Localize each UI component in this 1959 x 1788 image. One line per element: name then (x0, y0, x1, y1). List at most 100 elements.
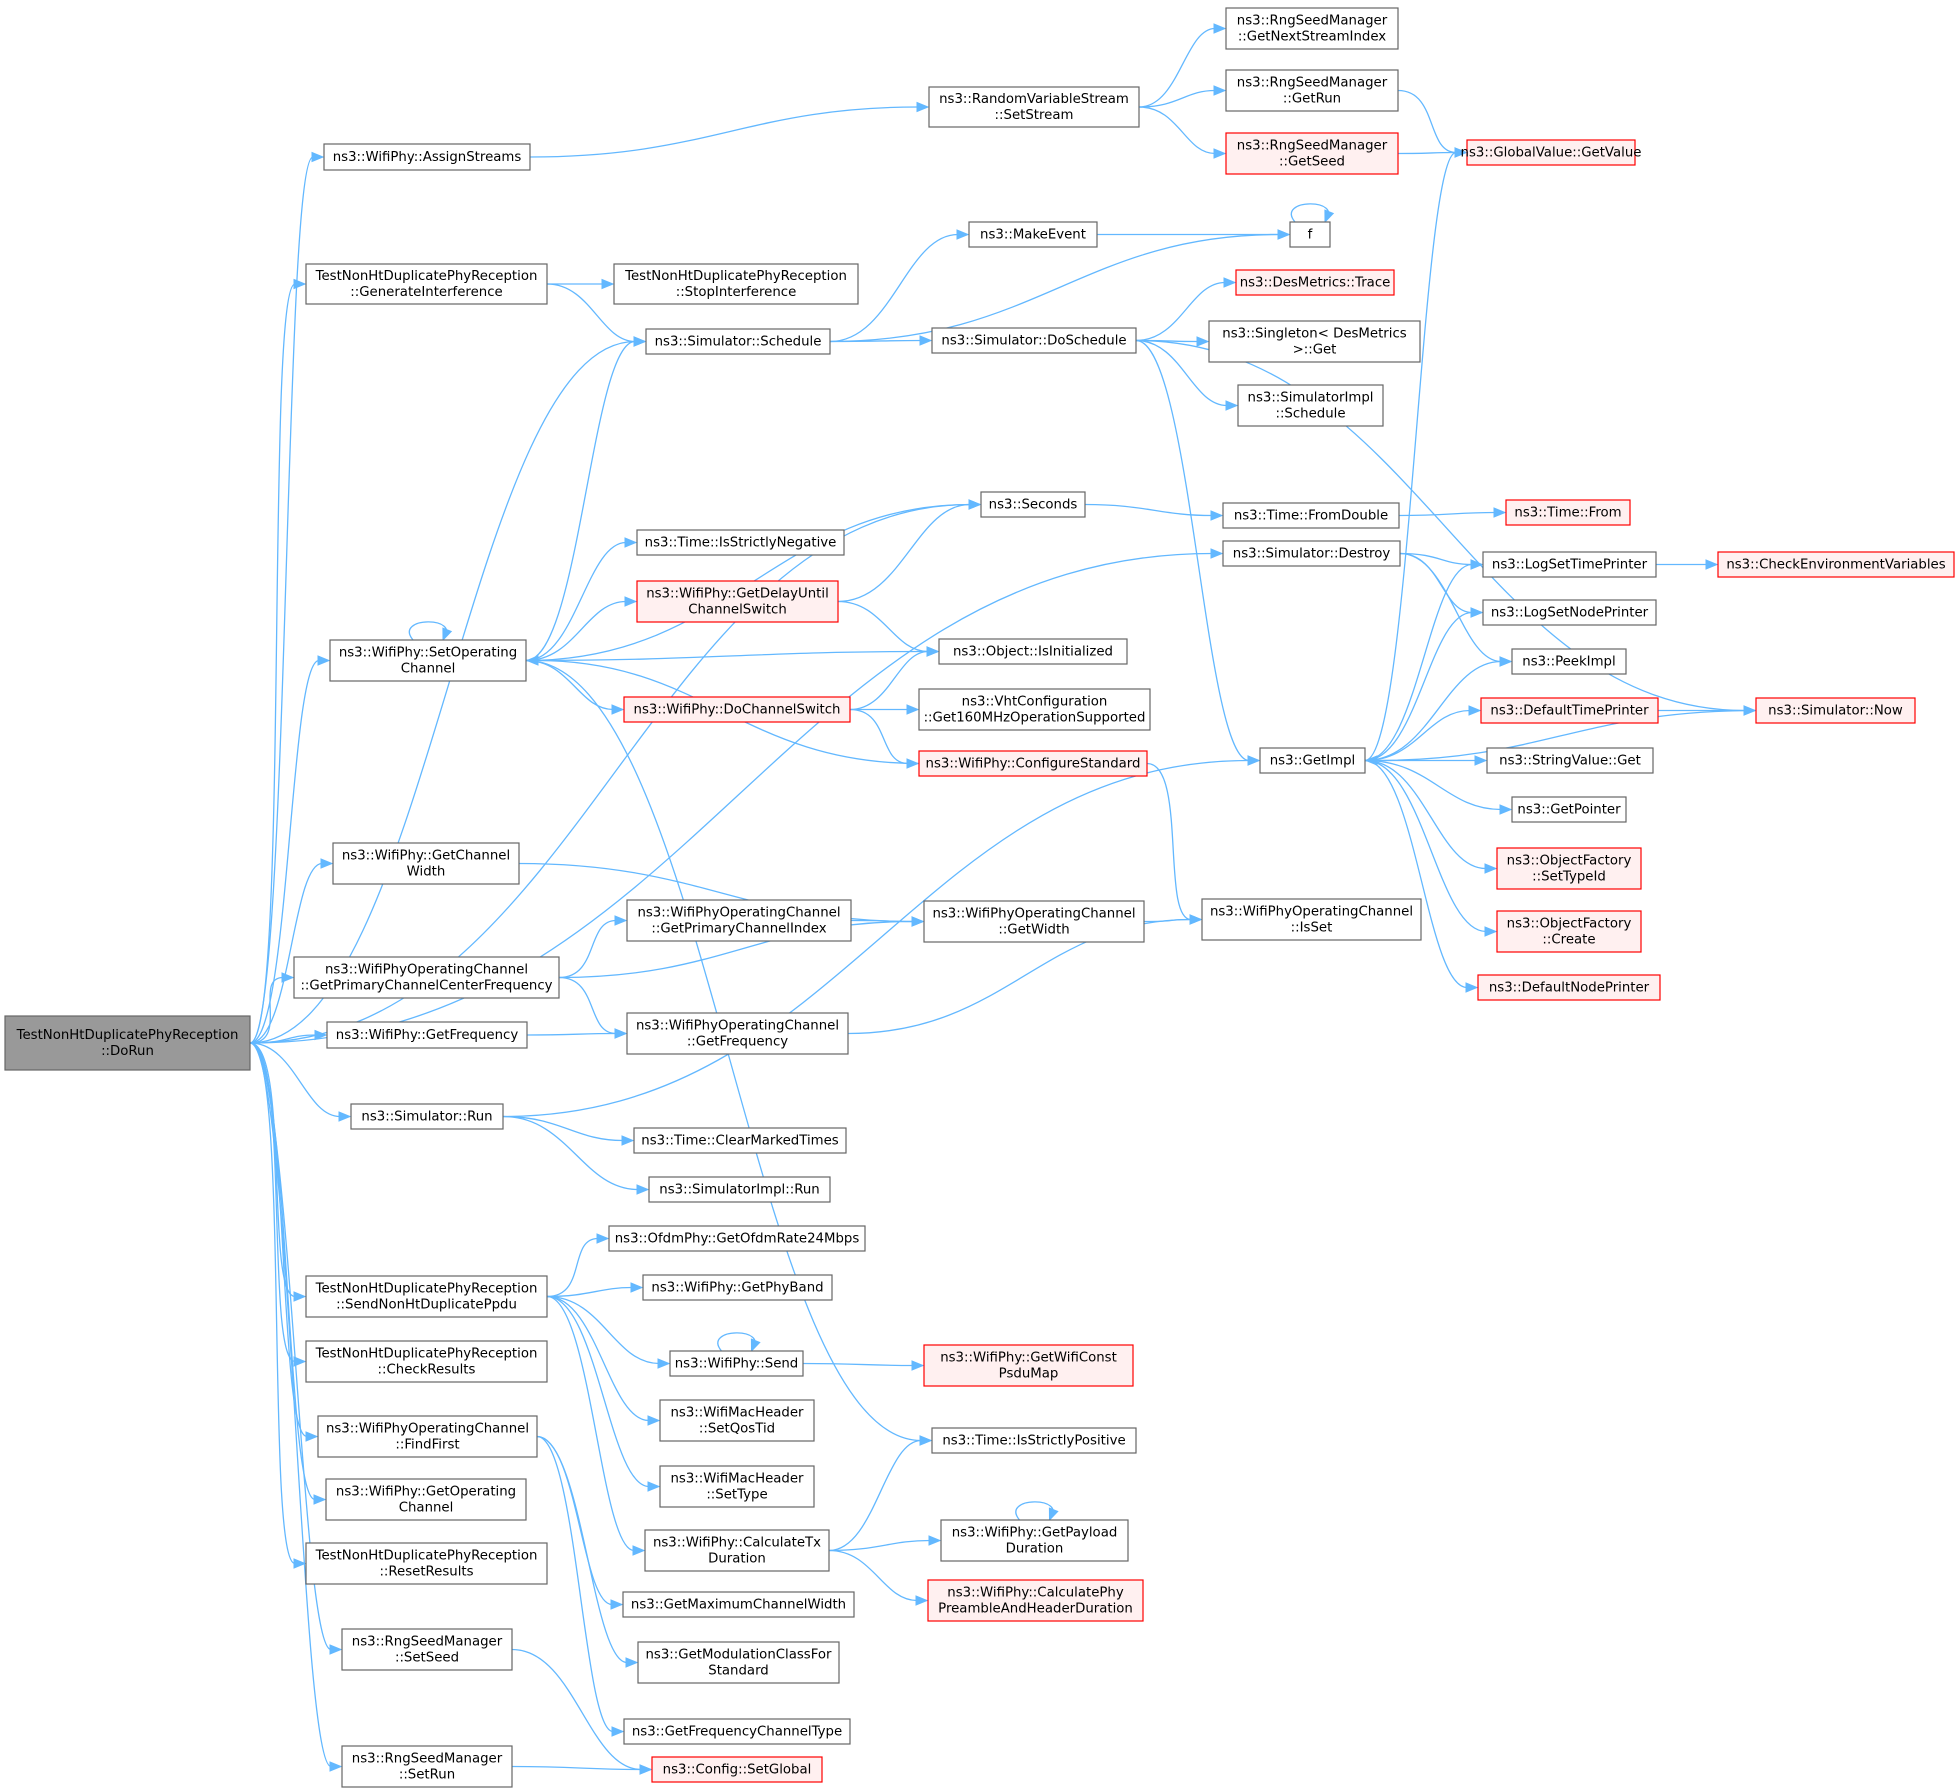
node-getPhyBand[interactable]: ns3::WifiPhy::GetPhyBand (642, 1274, 833, 1301)
node-makeEvent[interactable]: ns3::MakeEvent (968, 221, 1098, 248)
node-rvsSetStream[interactable]: ns3::RandomVariableStream::SetStream (928, 86, 1140, 128)
edge-phyGetFreq-to-opGetFreq (526, 1028, 628, 1039)
node-isStrictNeg[interactable]: ns3::Time::IsStrictlyNegative (636, 529, 845, 556)
node-sendPpdu[interactable]: TestNonHtDuplicatePhyReception::SendNonH… (305, 1275, 548, 1318)
edge-arrowhead (1213, 23, 1227, 34)
edge-line (1135, 281, 1226, 342)
node-singletonGet[interactable]: ns3::Singleton< DesMetrics>::Get (1208, 320, 1421, 363)
node-label: Channel (401, 662, 456, 677)
node-label: ns3::WifiPhy::GetOperating (336, 1485, 516, 1500)
node-destroy[interactable]: ns3::Simulator::Destroy (1222, 540, 1401, 567)
node-getPrimIdx[interactable]: ns3::WifiPhyOperatingChannel::GetPrimary… (626, 899, 852, 942)
node-globalGetValue[interactable]: ns3::GlobalValue::GetValue (1461, 139, 1642, 166)
node-schedule[interactable]: ns3::Simulator::Schedule (645, 328, 831, 355)
node-box (927, 1579, 1144, 1622)
node-isStrictPos[interactable]: ns3::Time::IsStrictlyPositive (931, 1427, 1137, 1454)
node-setQosTid[interactable]: ns3::WifiMacHeader::SetQosTid (659, 1399, 815, 1442)
node-box (1480, 697, 1659, 724)
node-label: ns3::WifiPhyOperatingChannel (637, 906, 840, 921)
node-getSeed[interactable]: ns3::RngSeedManager::GetSeed (1225, 132, 1399, 175)
node-f[interactable]: f (1289, 221, 1331, 248)
edge-line (837, 600, 929, 653)
node-seconds[interactable]: ns3::Seconds (980, 491, 1086, 518)
node-simRun[interactable]: ns3::Simulator::Run (350, 1103, 504, 1130)
node-resetResults[interactable]: TestNonHtDuplicatePhyReception::ResetRes… (305, 1542, 548, 1585)
node-getImpl[interactable]: ns3::GetImpl (1259, 747, 1366, 774)
node-timeFrom[interactable]: ns3::Time::From (1505, 499, 1631, 526)
node-desTrace[interactable]: ns3::DesMetrics::Trace (1235, 269, 1395, 296)
node-ofdm24[interactable]: ns3::OfdmPhy::GetOfdmRate24Mbps (608, 1225, 866, 1252)
edge-arrowhead (632, 1545, 646, 1556)
node-getNextStream[interactable]: ns3::RngSeedManager::GetNextStreamIndex (1225, 7, 1399, 50)
node-defNodePrinter[interactable]: ns3::DefaultNodePrinter (1477, 974, 1661, 1001)
node-isInit[interactable]: ns3::Object::IsInitialized (938, 638, 1128, 665)
node-implRun[interactable]: ns3::SimulatorImpl::Run (648, 1176, 831, 1203)
node-implSchedule[interactable]: ns3::SimulatorImpl::Schedule (1237, 384, 1384, 427)
node-clearMarked[interactable]: ns3::Time::ClearMarkedTimes (633, 1127, 847, 1154)
node-checkEnv[interactable]: ns3::CheckEnvironmentVariables (1717, 551, 1955, 578)
edge-line (546, 1295, 660, 1365)
node-label: ::GetRun (1283, 92, 1341, 107)
edge-line (525, 650, 929, 662)
node-ofCreate[interactable]: ns3::ObjectFactory::Create (1496, 910, 1642, 953)
node-cfgSetGlobal[interactable]: ns3::Config::SetGlobal (651, 1756, 823, 1783)
edge-line (502, 759, 1250, 1118)
node-doChanSwitch[interactable]: ns3::WifiPhy::DoChannelSwitch (623, 696, 851, 723)
node-logSetNode[interactable]: ns3::LogSetNodePrinter (1482, 599, 1657, 626)
node-setRun[interactable]: ns3::RngSeedManager::SetRun (341, 1745, 513, 1788)
node-opGetFreq[interactable]: ns3::WifiPhyOperatingChannel::GetFrequen… (626, 1012, 849, 1055)
node-setSeed[interactable]: ns3::RngSeedManager::SetSeed (341, 1628, 513, 1671)
node-label: ::IsSet (1291, 921, 1333, 936)
edge-arrowhead (630, 1282, 644, 1293)
node-stopInterf[interactable]: TestNonHtDuplicatePhyReception::StopInte… (613, 263, 859, 305)
node-findFirst[interactable]: ns3::WifiPhyOperatingChannel::FindFirst (317, 1415, 538, 1458)
node-simNow[interactable]: ns3::Simulator::Now (1755, 697, 1916, 724)
node-label: PreambleAndHeaderDuration (938, 1602, 1133, 1617)
edge-findFirst-to-getModClass (536, 1435, 639, 1668)
edge-arrowhead (338, 1111, 352, 1122)
edge-arrowhead (633, 336, 647, 347)
node-box (651, 1756, 823, 1783)
node-assignStreams[interactable]: ns3::WifiPhy::AssignStreams (323, 143, 531, 171)
node-configStd[interactable]: ns3::WifiPhy::ConfigureStandard (918, 750, 1148, 777)
node-getMaxChanW[interactable]: ns3::GetMaximumChannelWidth (622, 1591, 855, 1618)
node-label: ns3::Time::ClearMarkedTimes (641, 1134, 839, 1149)
node-label: Standard (708, 1664, 769, 1679)
node-getPrimCenter[interactable]: ns3::WifiPhyOperatingChannel::GetPrimary… (293, 956, 560, 999)
node-getRun[interactable]: ns3::RngSeedManager::GetRun (1225, 69, 1399, 112)
node-send[interactable]: ns3::WifiPhy::Send (669, 1350, 804, 1377)
node-defTimePrinter[interactable]: ns3::DefaultTimePrinter (1480, 697, 1659, 724)
node-label: ::SetRun (399, 1768, 455, 1783)
node-phyGetFreq[interactable]: ns3::WifiPhy::GetFrequency (326, 1021, 528, 1049)
node-opIsSet[interactable]: ns3::WifiPhyOperatingChannel::IsSet (1201, 898, 1422, 941)
node-checkResults[interactable]: TestNonHtDuplicatePhyReception::CheckRes… (305, 1340, 548, 1383)
node-doSchedule[interactable]: ns3::Simulator::DoSchedule (931, 327, 1137, 354)
edge-rvsSetStream-to-getNextStream (1138, 23, 1227, 108)
node-box (317, 1415, 538, 1458)
node-label: ns3::LogSetTimePrinter (1492, 558, 1648, 573)
node-getPointer[interactable]: ns3::GetPointer (1511, 796, 1627, 823)
node-genInterf[interactable]: TestNonHtDuplicatePhyReception::Generate… (305, 263, 548, 305)
node-calcPre[interactable]: ns3::WifiPhy::CalculatePhyPreambleAndHea… (927, 1579, 1144, 1622)
node-logSetTime[interactable]: ns3::LogSetTimePrinter (1482, 551, 1657, 578)
edge-root-to-getPrimCenter (249, 972, 295, 1044)
node-fromDouble[interactable]: ns3::Time::FromDouble (1222, 502, 1400, 529)
node-ofSetTypeId[interactable]: ns3::ObjectFactory::SetTypeId (1496, 847, 1642, 890)
node-box (305, 1340, 548, 1383)
node-root[interactable]: TestNonHtDuplicatePhyReception::DoRun (4, 1015, 251, 1071)
node-getFreqChanType[interactable]: ns3::GetFrequencyChannelType (623, 1718, 851, 1745)
node-setType[interactable]: ns3::WifiMacHeader::SetType (659, 1465, 815, 1508)
node-vht160[interactable]: ns3::VhtConfiguration::Get160MHzOperatio… (918, 688, 1151, 731)
edge-line (829, 339, 922, 343)
node-peekImpl[interactable]: ns3::PeekImpl (1511, 648, 1627, 675)
node-opGetWidth[interactable]: ns3::WifiPhyOperatingChannel::GetWidth (923, 900, 1145, 943)
node-stringGet[interactable]: ns3::StringValue::Get (1486, 747, 1654, 774)
